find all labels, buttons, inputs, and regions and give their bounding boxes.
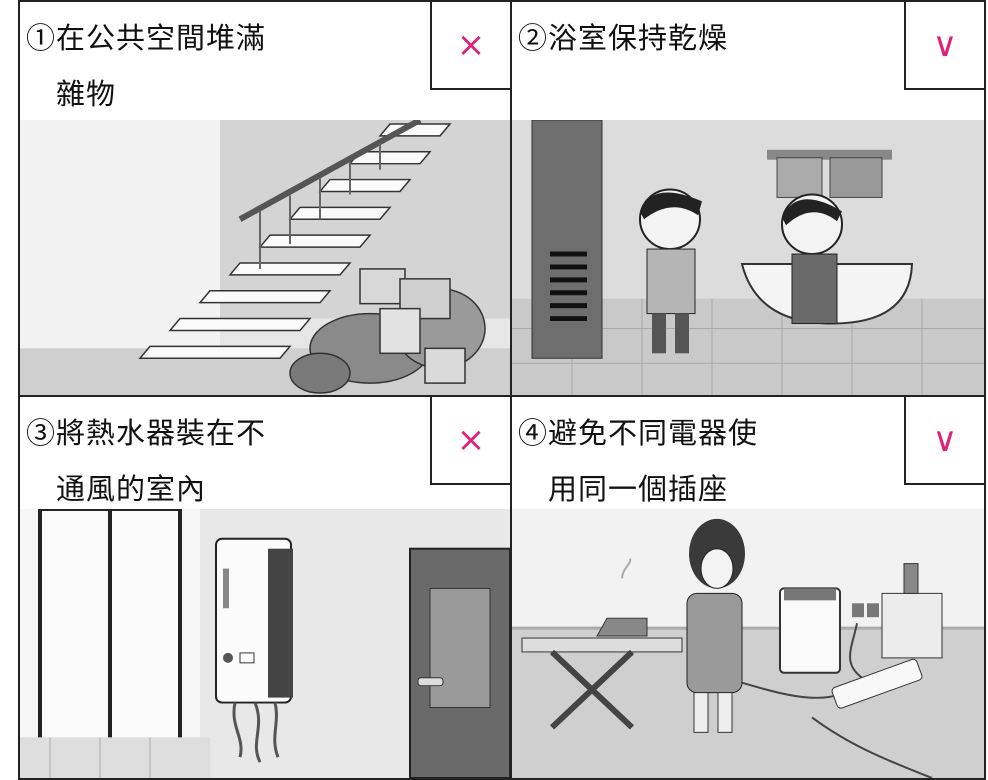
panel-4: ④避免不同電器使 用同一個插座 ∨ <box>510 395 986 780</box>
panel-4-caption: ④避免不同電器使 用同一個插座 <box>518 405 758 517</box>
panel-4-caption-line-1: 避免不同電器使 <box>548 416 759 450</box>
panel-3-caption: ③將熱水器裝在不 通風的室內 <box>26 405 266 517</box>
panel-1: ①在公共空間堆滿 雜物 × <box>18 0 512 397</box>
panel-4-answer-box[interactable]: ∨ <box>904 397 984 485</box>
panel-2: ②浴室保持乾燥 ∨ <box>510 0 986 397</box>
dry-bathroom-illustration <box>512 120 984 395</box>
stairs-with-clutter-illustration <box>20 120 510 395</box>
panel-3-number: ③ <box>26 416 57 450</box>
panel-1-caption-line-2: 雜物 <box>56 77 117 111</box>
panel-1-number: ① <box>26 21 57 55</box>
panel-2-number: ② <box>518 21 549 55</box>
panel-1-caption: ①在公共空間堆滿 雜物 <box>26 10 266 122</box>
cross-mark-icon: × <box>456 25 486 65</box>
separate-sockets-illustration <box>512 509 984 778</box>
panel-2-caption-line-1: 浴室保持乾燥 <box>548 21 729 55</box>
indoor-water-heater-illustration <box>20 509 510 778</box>
panel-1-caption-line-1: 在公共空間堆滿 <box>56 21 267 55</box>
panel-2-caption: ②浴室保持乾燥 <box>518 10 728 66</box>
panel-3: ③將熱水器裝在不 通風的室內 × <box>18 395 512 780</box>
panel-4-caption-line-2: 用同一個插座 <box>548 472 729 506</box>
panel-3-caption-line-2: 通風的室內 <box>56 472 207 506</box>
panel-2-answer-box[interactable]: ∨ <box>904 2 984 90</box>
cross-mark-icon: × <box>456 420 486 460</box>
check-mark-icon: ∨ <box>932 420 958 460</box>
panel-3-caption-line-1: 將熱水器裝在不 <box>56 416 267 450</box>
panel-4-number: ④ <box>518 416 549 450</box>
panel-1-answer-box[interactable]: × <box>430 2 510 90</box>
check-mark-icon: ∨ <box>932 25 958 65</box>
panel-3-answer-box[interactable]: × <box>430 397 510 485</box>
